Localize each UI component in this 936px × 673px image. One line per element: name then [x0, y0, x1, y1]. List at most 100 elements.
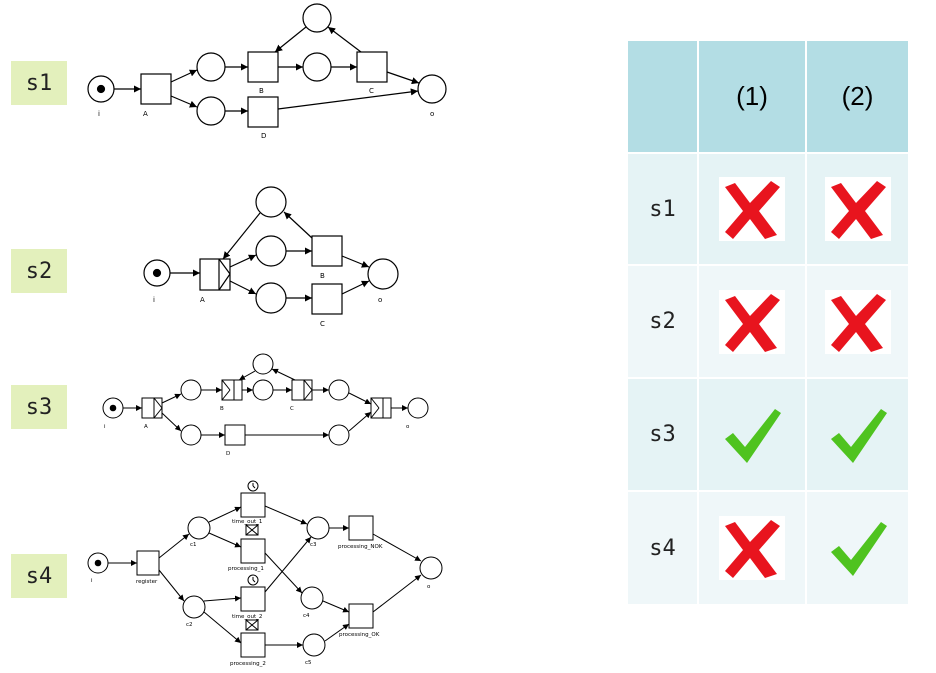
- cross-icon: [824, 177, 891, 241]
- label-o: o: [427, 584, 431, 590]
- place-o: [367, 258, 399, 290]
- place: [252, 379, 274, 401]
- place: [180, 424, 202, 446]
- net-s3: i A B C D o: [102, 353, 429, 457]
- label-C: C: [369, 87, 374, 95]
- label-o: o: [406, 424, 410, 430]
- place-c3: [306, 516, 330, 540]
- place: [328, 379, 350, 401]
- label-time-out-2: time_out_2: [232, 614, 262, 620]
- row-label-s4: s4: [628, 492, 697, 604]
- transition-processing-NOK: [348, 515, 374, 541]
- cross-icon: [824, 289, 891, 354]
- result-cell: [807, 154, 908, 264]
- net-s2: i A B C o: [143, 186, 399, 328]
- token: [109, 404, 117, 412]
- label-D: D: [261, 132, 266, 140]
- header-corner: [628, 41, 697, 152]
- label-A: A: [143, 110, 148, 118]
- label-c3: c3: [310, 542, 317, 548]
- result-cell: [807, 266, 908, 377]
- result-cell: [699, 492, 805, 604]
- net-s1: i A B C D o: [87, 3, 447, 140]
- transition-A: [140, 73, 172, 105]
- result-cell: [807, 379, 908, 490]
- transition-D: [224, 424, 246, 446]
- token: [96, 84, 106, 94]
- transition-B: [311, 235, 343, 267]
- label-B: B: [220, 406, 224, 412]
- net-label-s4: s4: [11, 554, 67, 598]
- label-c2: c2: [186, 622, 193, 628]
- place-o: [407, 397, 429, 419]
- transition-C: [311, 283, 343, 315]
- label-processing-1: processing_1: [228, 566, 264, 572]
- label-register: register: [136, 579, 158, 585]
- label-c1: c1: [190, 542, 197, 548]
- place-o: [417, 74, 447, 104]
- row-label-s1: s1: [628, 154, 697, 264]
- place-c4: [300, 586, 324, 610]
- transition-register: [136, 550, 160, 576]
- row-label-s2: s2: [628, 266, 697, 377]
- transition-D: [247, 96, 279, 128]
- cross-icon: [719, 516, 785, 580]
- transition-C: [356, 51, 388, 83]
- label-i: i: [104, 424, 106, 430]
- label-o: o: [378, 296, 382, 304]
- place-c5: [302, 633, 326, 657]
- petri-net-diagrams: i A B C D o: [87, 3, 447, 667]
- place: [252, 353, 274, 375]
- net-s4: i register c1 c2 time_out_1 processing_1…: [87, 480, 443, 667]
- transition-processing-1: [240, 538, 266, 564]
- place: [255, 186, 287, 218]
- cross-icon: [719, 177, 785, 241]
- transition-A: [141, 397, 163, 419]
- label-c4: c4: [303, 613, 310, 619]
- place: [196, 96, 226, 126]
- label-i: i: [91, 578, 93, 584]
- cross-icon: [719, 289, 785, 354]
- place: [255, 235, 287, 267]
- place: [328, 424, 350, 446]
- place: [302, 3, 332, 33]
- place: [196, 52, 226, 82]
- result-cell: [699, 379, 805, 490]
- transition-time-out-2: [240, 586, 266, 612]
- check-icon: [719, 403, 785, 467]
- label-processing-nok: processing_NOK: [338, 544, 383, 550]
- transition-C: [291, 379, 313, 401]
- label-c5: c5: [305, 660, 312, 666]
- label-time-out-1: time_out_1: [232, 519, 262, 525]
- place-c1: [187, 516, 211, 540]
- result-cell: [699, 154, 805, 264]
- row-label-s3: s3: [628, 379, 697, 490]
- label-D: D: [226, 451, 230, 457]
- label-C: C: [320, 320, 325, 328]
- net-label-s1: s1: [11, 61, 67, 105]
- label-processing-ok: processing_OK: [339, 632, 380, 638]
- label-processing-2: processing_2: [230, 661, 266, 667]
- label-B: B: [259, 87, 264, 95]
- header-col-1: (1): [699, 41, 805, 152]
- label-C: C: [290, 406, 294, 412]
- label-i: i: [98, 110, 100, 118]
- result-cell: [699, 266, 805, 377]
- place: [180, 379, 202, 401]
- results-table: (1) (2) s1 s2 s3 s4: [628, 41, 908, 604]
- check-icon: [825, 516, 891, 580]
- header-col-2: (2): [807, 41, 908, 152]
- place-o: [419, 556, 443, 580]
- label-o: o: [430, 110, 434, 118]
- label-B: B: [320, 272, 325, 280]
- result-cell: [807, 492, 908, 604]
- transition-B: [247, 51, 279, 83]
- label-i: i: [153, 296, 155, 304]
- place: [255, 282, 287, 314]
- place-c2: [182, 595, 206, 619]
- transition-processing-OK: [348, 603, 374, 629]
- label-A: A: [200, 296, 205, 304]
- place: [302, 52, 332, 82]
- label-A: A: [144, 424, 148, 430]
- net-label-s3: s3: [11, 385, 67, 429]
